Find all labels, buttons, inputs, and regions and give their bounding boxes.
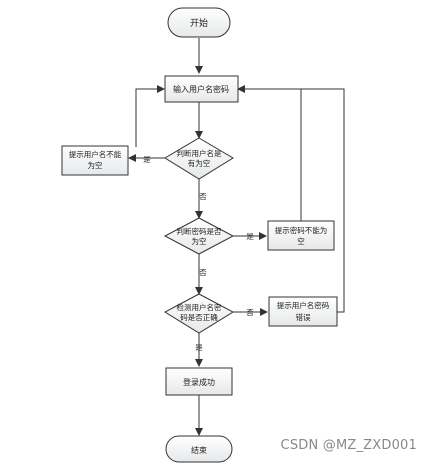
prompt-password-empty-line2: 空	[297, 236, 305, 246]
end-label: 结束	[191, 445, 207, 455]
prompt-username-empty-box: 提示用户名不能 为空	[61, 145, 129, 176]
end-terminal: 结束	[165, 435, 233, 463]
yes-label-check2: 是	[246, 232, 254, 241]
prompt-username-empty-line2: 为空	[88, 160, 103, 170]
prompt-wrong-credentials-line2: 错误	[296, 312, 311, 322]
decision-check-correct: 检测用户名密 码是否正确	[163, 293, 235, 334]
decision-check-empty-password-line2: 为空	[192, 236, 207, 246]
decision-check-empty-both: 判断用户名是 有为空	[164, 137, 234, 180]
connector-prompt2-back	[237, 85, 302, 221]
connector-prompt3-back	[238, 88, 345, 313]
yes-label-check3: 是	[195, 343, 203, 352]
prompt-password-empty-box: 提示密码不能为 空	[267, 220, 335, 251]
no-label-check1: 否	[199, 192, 207, 201]
no-label-check3: 否	[246, 308, 254, 317]
start-terminal: 开始	[167, 7, 231, 38]
login-success-box: 登录成功	[165, 367, 233, 396]
decision-check-empty-password-line1: 判断密码是否	[177, 226, 222, 236]
watermark: CSDN @MZ_ZXD001	[280, 438, 417, 453]
prompt-wrong-credentials-box: 提示用户名密码 错误	[268, 296, 338, 327]
start-label: 开始	[190, 17, 208, 29]
decision-check-empty-both-line2: 有为空	[188, 158, 211, 168]
input-step-box: 输入用户名密码	[164, 75, 239, 103]
decision-check-empty-password: 判断密码是否 为空	[163, 217, 235, 255]
decision-check-correct-line1: 检测用户名密	[177, 302, 222, 312]
decision-check-empty-both-line1: 判断用户名是	[177, 148, 222, 158]
prompt-wrong-credentials-line1: 提示用户名密码	[277, 300, 330, 310]
connector-prompt1-back	[135, 85, 165, 147]
login-success-label: 登录成功	[183, 377, 215, 387]
prompt-username-empty-line1: 提示用户名不能	[69, 149, 122, 159]
decision-check-correct-line2: 码是否正确	[180, 312, 218, 322]
no-label-check2: 否	[199, 268, 207, 277]
input-step-label: 输入用户名密码	[173, 84, 229, 94]
prompt-password-empty-line1: 提示密码不能为	[275, 225, 328, 235]
yes-label-check1: 是	[143, 155, 151, 164]
